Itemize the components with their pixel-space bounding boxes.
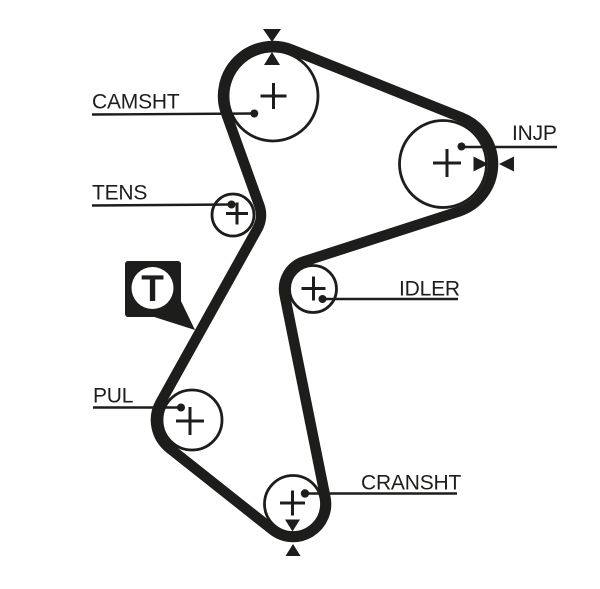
camshaft-top-arrow-down-icon <box>263 29 281 42</box>
camshaft-leader-line <box>91 112 255 116</box>
idler-leader-dot <box>318 295 327 303</box>
crankshaft-arrow-down-icon <box>285 519 300 532</box>
t-logo-badge: T <box>125 261 195 330</box>
camshaft-label: CAMSHT <box>92 91 180 114</box>
crankshaft-timing-marks <box>285 519 301 556</box>
tensioner-cross-mark <box>226 202 248 225</box>
injp-arrow-right-icon <box>473 156 489 172</box>
camshaft-cross-mark <box>260 83 287 109</box>
crankshaft-cross-mark <box>280 490 305 516</box>
injection-pump-timing-marks <box>473 156 514 172</box>
crankshaft-arrow-up-icon <box>285 544 301 556</box>
tensioner-leader-line <box>91 203 232 207</box>
pul-cross-mark <box>176 407 204 435</box>
idler-label: IDLER <box>399 278 460 301</box>
crankshaft-label: CRANSHT <box>361 472 461 495</box>
tensioner-leader-dot <box>227 200 236 209</box>
pul-label: PUL <box>93 385 133 408</box>
camshaft-leader-dot <box>250 109 259 118</box>
camshaft-timing-marks <box>263 29 281 65</box>
injp-arrow-left-icon <box>499 156 514 172</box>
camshaft-top-arrow-up-icon <box>264 52 280 65</box>
leader-lines <box>91 109 557 498</box>
idler-cross-mark <box>301 276 326 301</box>
injection-pump-cross-mark <box>433 149 461 177</box>
t-logo-circle <box>131 267 174 309</box>
injection-pump-leader-dot <box>457 142 466 151</box>
pul-leader-dot <box>177 403 185 412</box>
tensioner-label: TENS <box>92 182 147 205</box>
crankshaft-leader-dot <box>300 489 310 498</box>
t-logo-icon: T <box>141 268 164 309</box>
timing-belt <box>150 40 499 543</box>
injection-pump-label: INJP <box>512 122 557 145</box>
